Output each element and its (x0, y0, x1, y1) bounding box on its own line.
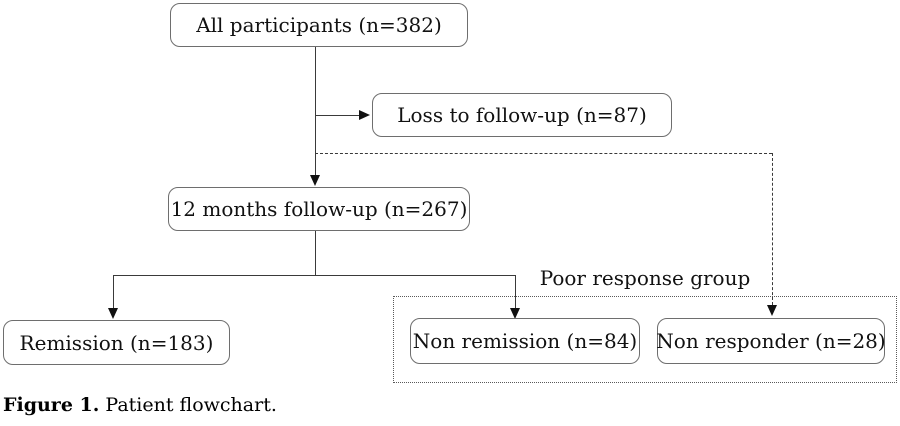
poor-response-group-box (393, 296, 897, 383)
arrowhead-down-into-12months (310, 175, 320, 186)
connector-top-to-followup (315, 47, 316, 177)
connector-branch-right (515, 275, 516, 308)
arrowhead-down-into-nonremission (510, 308, 520, 319)
node-all-participants: All participants (n=382) (170, 3, 468, 47)
node-remission: Remission (n=183) (3, 320, 230, 365)
node-12-months-followup: 12 months follow-up (n=267) (168, 187, 470, 231)
figure-caption-prefix: Figure 1. (3, 394, 100, 416)
arrowhead-right-into-loss (359, 110, 370, 120)
figure-caption-text: Patient flowchart. (105, 394, 277, 416)
connector-branch-left (113, 275, 114, 308)
dashed-connector-vertical (772, 153, 773, 305)
node-non-remission: Non remission (n=84) (410, 318, 640, 364)
poor-response-group-label: Poor response group (539, 266, 751, 290)
dashed-connector-horizontal (315, 153, 772, 154)
connector-12months-stub (315, 231, 316, 275)
figure-caption: Figure 1. Patient flowchart. (3, 394, 277, 416)
node-loss-to-followup: Loss to follow-up (n=87) (372, 93, 672, 137)
arrowhead-down-into-remission (108, 308, 118, 319)
connector-branch-bar (113, 275, 516, 276)
connector-branch-loss (315, 115, 359, 116)
node-non-responder: Non responder (n=28) (656, 318, 886, 364)
arrowhead-down-into-nonresponder (767, 305, 777, 316)
